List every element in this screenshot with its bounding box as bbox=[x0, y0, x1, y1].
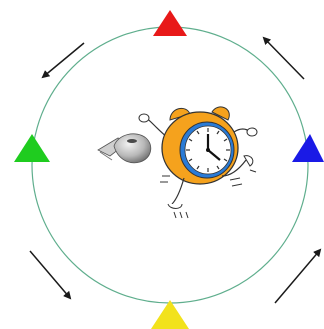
arrow-top-right bbox=[264, 38, 304, 79]
left-marker bbox=[14, 134, 50, 162]
arrow-bottom-left bbox=[30, 251, 70, 298]
bottom-marker bbox=[151, 300, 189, 329]
whistle-icon bbox=[98, 134, 151, 163]
alarm-clock-icon bbox=[139, 107, 257, 218]
top-marker bbox=[153, 10, 187, 36]
right-marker bbox=[292, 134, 324, 162]
arrow-top-left bbox=[43, 43, 84, 77]
arrow-bottom-right bbox=[275, 250, 320, 303]
